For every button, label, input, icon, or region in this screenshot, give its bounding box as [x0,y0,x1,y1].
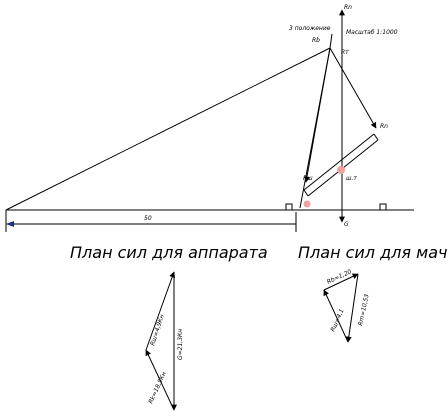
mast-rsh-vector [323,289,349,343]
label-ushch: ш.т [346,175,357,182]
label-dimension: 50 [144,215,152,222]
support-right [379,203,387,211]
center-marker [337,166,345,174]
mast-rsh-label: Rш=4,1 [329,308,345,333]
apparatus-rsh-vector [145,271,175,351]
rt-top-link [329,47,339,63]
dimension-arrow-left [6,221,14,227]
cable-line [5,47,331,211]
apparatus-rk-vector [145,349,175,411]
mast-bar-end-right [373,133,379,141]
label-rn-top: Rn [344,4,352,11]
label-rn-right: Rn [380,123,388,130]
rb-vector [329,33,333,49]
mast-bar-top [303,133,375,191]
mast-bar-end-left [303,189,309,197]
mast-rb-vector [323,273,359,291]
mast-rm-vector [345,273,359,343]
label-g: G [344,221,349,228]
apparatus-rsh-label: Rш=4,9Кн [149,314,166,347]
mast-line-b [303,47,331,183]
label-scale: Масштаб 1:1000 [346,29,398,36]
label-position: 3 положение [289,25,331,32]
label-rt-top: Rт [341,49,349,56]
label-rb-top: Rb [312,37,320,44]
support-left [285,203,293,211]
title-apparatus: План сил для аппарата [70,243,268,262]
base-marker [303,200,311,208]
rt-line [337,61,377,129]
mast-rm-label: Rm=10,53 [357,293,371,326]
title-mast: План сил для мачты [298,243,448,262]
apparatus-g-label: G=21,3Кн [177,329,184,360]
label-rsh: Rш [303,175,313,182]
